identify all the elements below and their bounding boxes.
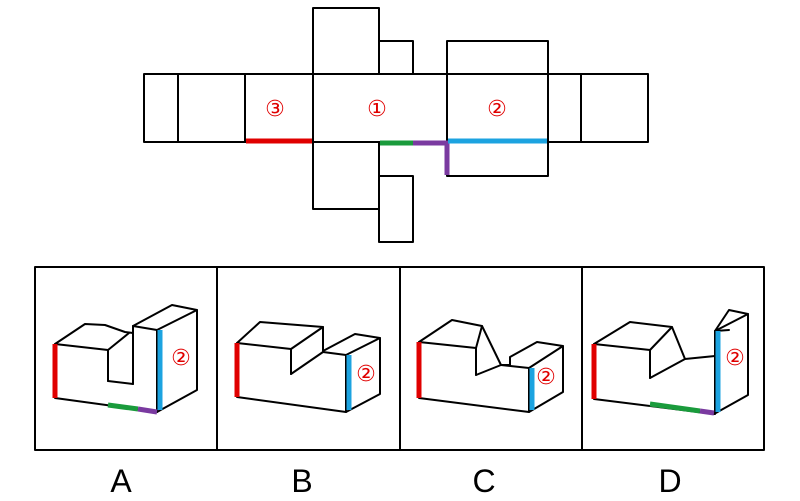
- face-label-3: ③: [265, 97, 285, 122]
- option-c-figure[interactable]: ②: [416, 319, 564, 413]
- unfolded-net: ③ ① ②: [143, 7, 649, 243]
- net-top-flap-2: [378, 40, 414, 75]
- net-top-flap-3: [446, 40, 549, 75]
- option-c-label[interactable]: C: [472, 463, 495, 499]
- option-d-label[interactable]: D: [658, 463, 681, 499]
- options-frame: [34, 266, 765, 451]
- option-d-face-mark: ②: [725, 346, 745, 371]
- net-bottom-flap-2: [378, 175, 414, 243]
- net-bottom-flap-3: [446, 141, 549, 177]
- option-a-figure[interactable]: ②: [52, 304, 198, 415]
- option-a-face-mark: ②: [171, 346, 191, 371]
- option-c-face-mark: ②: [536, 365, 556, 390]
- net-strip: [143, 73, 649, 143]
- option-b-face-mark: ②: [356, 362, 376, 387]
- option-d-figure[interactable]: ②: [591, 309, 749, 416]
- face-label-2: ②: [487, 97, 507, 122]
- net-bottom-flap-1: [312, 141, 380, 210]
- option-b-label[interactable]: B: [291, 463, 312, 499]
- option-a-label[interactable]: A: [110, 463, 132, 499]
- option-b-figure[interactable]: ②: [234, 321, 381, 413]
- face-label-1: ①: [367, 97, 387, 122]
- net-top-flap-1: [312, 7, 380, 75]
- net-purple-edge: [413, 140, 450, 175]
